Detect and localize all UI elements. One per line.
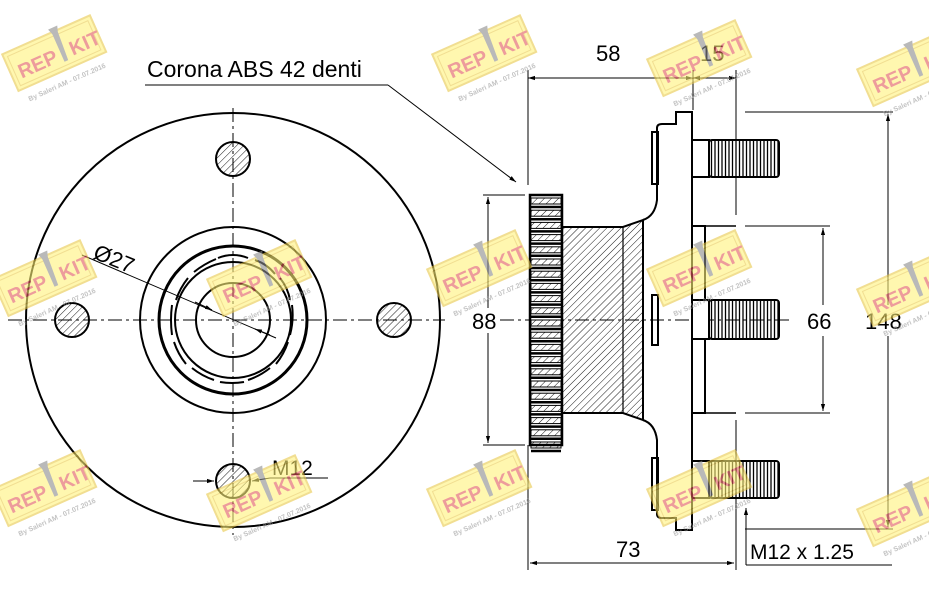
dim-overall-length: 58 — [596, 41, 620, 66]
abs-ring-callout: Corona ABS 42 denti — [145, 56, 517, 183]
watermark-badge: REP KIT By Saleri AM - 07.07.2016 — [425, 229, 533, 318]
dim-total-width: 73 — [616, 537, 640, 562]
watermark-badge: REP KIT By Saleri AM - 07.07.2016 — [645, 19, 753, 108]
dim-pilot-diameter: 66 — [807, 309, 831, 334]
watermark-badge: REP KIT By Saleri AM - 07.07.2016 — [0, 239, 98, 328]
abs-tone-ring — [528, 193, 564, 453]
hub-body — [561, 218, 644, 422]
svg-text:KIT: KIT — [921, 262, 929, 295]
watermark-badge: REP KIT By Saleri AM - 07.07.2016 — [205, 454, 313, 543]
watermark-badge: REP KIT By Saleri AM - 07.07.2016 — [430, 14, 538, 103]
wheel-stud-middle — [691, 299, 780, 340]
watermark-badge: REP KIT By Saleri AM - 07.07.2016 — [425, 449, 533, 538]
watermark-layer: REP KIT By Saleri AM - 07.07.2016 REP KI… — [0, 14, 929, 558]
watermark-badge: REP KIT By Saleri AM - 07.07.2016 — [0, 14, 108, 103]
dim-abs-ring-diameter: 88 — [472, 309, 496, 334]
thread-spec-label: M12 x 1.25 — [750, 541, 854, 564]
watermark-badge: REP KIT By Saleri AM - 07.07.2016 — [855, 29, 929, 118]
watermark-badge: REP KIT By Saleri AM - 07.07.2016 — [645, 229, 753, 318]
svg-text:KIT: KIT — [921, 42, 929, 75]
watermark-badge: REP KIT By Saleri AM - 07.07.2016 — [0, 449, 98, 538]
abs-ring-callout-text: Corona ABS 42 denti — [147, 56, 362, 82]
wheel-stud-top — [691, 139, 780, 178]
svg-text:KIT: KIT — [921, 482, 929, 515]
stud-hole-top — [215, 141, 251, 177]
flange-contour — [642, 111, 693, 531]
watermark-badge: REP KIT By Saleri AM - 07.07.2016 — [855, 469, 929, 558]
stud-hole-left — [54, 302, 90, 338]
stud-hole-right — [376, 302, 412, 338]
bore-diameter-label: Ø27 — [90, 239, 138, 278]
